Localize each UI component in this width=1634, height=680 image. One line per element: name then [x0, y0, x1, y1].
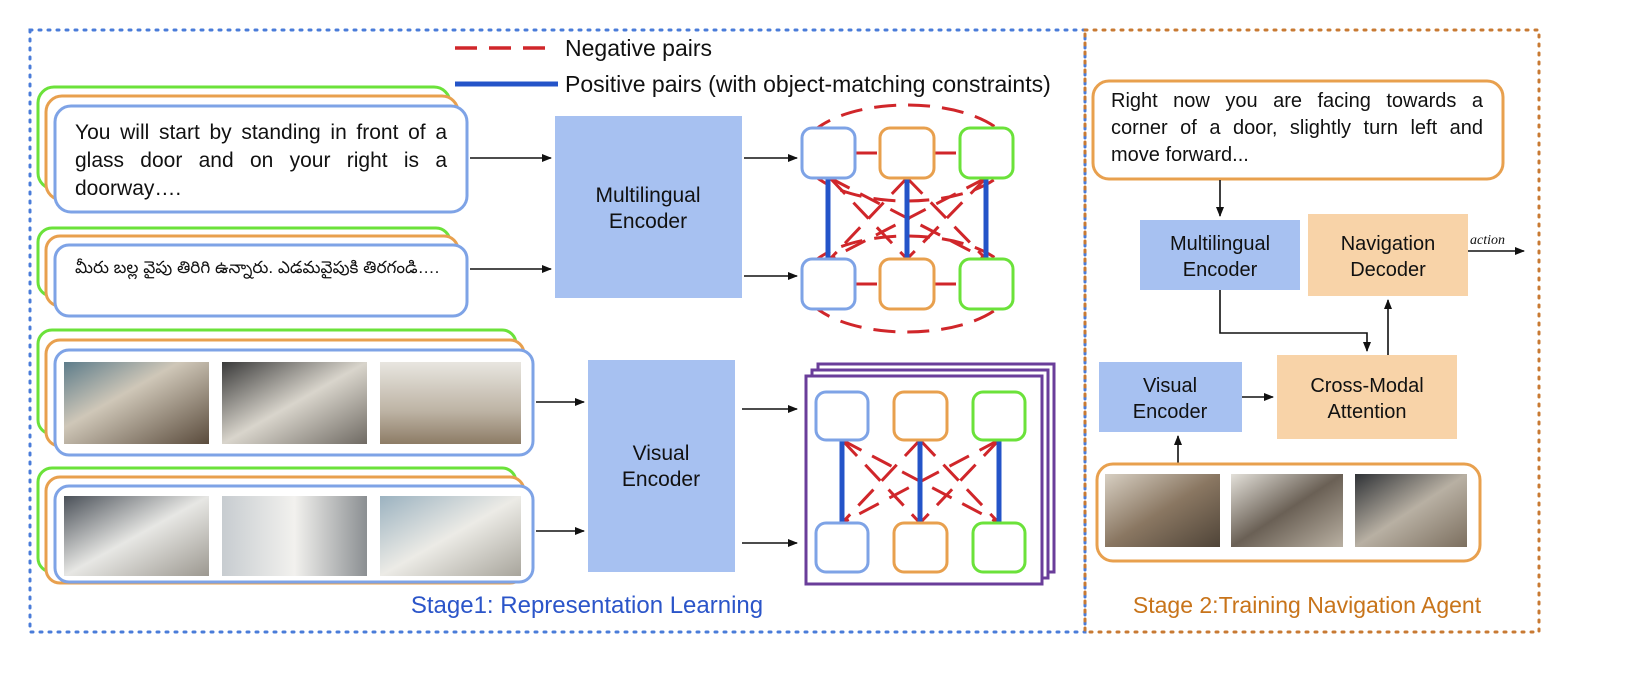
stage2-multilingual-encoder-line2: Encoder [1183, 259, 1258, 281]
english-instruction-box [53, 104, 469, 214]
navigation-decoder-line2: Decoder [1350, 259, 1426, 281]
stage2-multilingual-encoder-line1: Multilingual [1170, 233, 1270, 255]
stage2-visual-encoder [1099, 362, 1242, 432]
cross-modal-attention [1277, 355, 1457, 439]
stage1-multilingual-encoder-line1: Multilingual [595, 184, 700, 207]
visual-node [892, 390, 949, 442]
text-node [800, 126, 857, 180]
english-instruction-text: You will start by standing in front of a… [75, 121, 447, 200]
stage2-caption: Stage 2:Training Navigation Agent [1133, 592, 1482, 618]
visual-contrastive-graph [804, 362, 1056, 586]
text-node [958, 126, 1015, 180]
stage2-visual-encoder-line2: Encoder [1133, 401, 1208, 423]
cross-modal-attention-line1: Cross-Modal [1310, 375, 1423, 397]
visual-node [814, 390, 870, 442]
telugu-instruction-text: మీరు బల్ల వైపు తిరిగి ఉన్నారు. ఎడమవైపుకి… [75, 258, 440, 277]
stage2-border [1083, 28, 1541, 634]
visual-node [814, 521, 870, 574]
text-node [958, 257, 1015, 311]
stage2-instruction-box [1091, 79, 1505, 181]
navigation-decoder-line1: Navigation [1341, 233, 1436, 255]
text-node [878, 257, 936, 311]
panorama-image [64, 362, 209, 444]
stage1-arrows [470, 154, 798, 547]
stage1-multilingual-encoder [555, 116, 742, 298]
image-sequence-stack-1 [36, 328, 535, 457]
visual-node [892, 521, 949, 574]
text-node [800, 257, 857, 311]
stage2-observation-box [1095, 462, 1482, 563]
text-contrastive-graph [800, 103, 1015, 334]
stage1-visual-encoder-line2: Encoder [622, 468, 700, 491]
panorama-image [1355, 474, 1467, 547]
legend: Negative pairs Positive pairs (with obje… [455, 35, 1051, 97]
navigation-decoder [1308, 214, 1468, 296]
stage2-instruction-text: Right now you are facing towards a corne… [1111, 90, 1483, 166]
stage2-visual-encoder-line1: Visual [1143, 375, 1197, 397]
telugu-instruction-box [53, 243, 469, 318]
stage1-visual-encoder-line1: Visual [633, 442, 690, 465]
panorama-image [380, 362, 521, 444]
cross-modal-attention-line2: Attention [1328, 401, 1407, 423]
english-instruction-stack [36, 85, 469, 214]
visual-node [971, 521, 1027, 574]
panorama-image [222, 496, 367, 576]
text-node [878, 126, 936, 180]
panorama-image [222, 362, 367, 444]
stage2-arrows [1174, 180, 1525, 464]
stage2-multilingual-encoder [1140, 220, 1300, 290]
panorama-image [380, 496, 521, 576]
stage1-multilingual-encoder-line2: Encoder [609, 210, 687, 233]
negative-pair-legend-label: Negative pairs [565, 35, 712, 61]
action-label: action [1470, 233, 1505, 248]
panorama-image [1105, 474, 1220, 547]
positive-pair-legend-label: Positive pairs (with object-matching con… [565, 71, 1051, 97]
stage1-caption: Stage1: Representation Learning [411, 592, 763, 619]
visual-node [971, 390, 1027, 442]
telugu-instruction-stack [36, 226, 469, 318]
image-sequence-stack-2 [36, 466, 535, 585]
stage1-visual-encoder [588, 360, 735, 572]
panorama-image [64, 496, 209, 576]
panorama-image [1231, 474, 1343, 547]
